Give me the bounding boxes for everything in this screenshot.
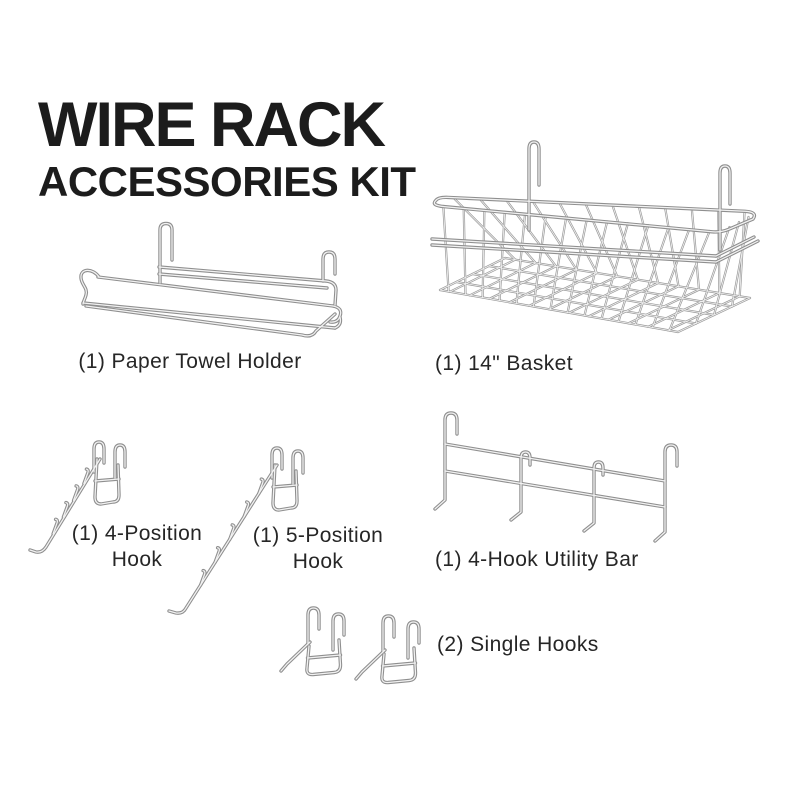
5-position-hook-label-line2: Hook (292, 550, 344, 573)
single-hooks-label: (2) Single Hooks (437, 633, 599, 656)
title-line-2: ACCESSORIES KIT (38, 158, 416, 205)
basket-label: (1) 14" Basket (435, 352, 573, 375)
single-hooks-illustration (279, 606, 421, 685)
wire-basket-illustration (430, 140, 760, 334)
paper-towel-holder-illustration (79, 221, 343, 338)
utility-bar-label: (1) 4-Hook Utility Bar (435, 548, 639, 571)
paper-towel-holder-label: (1) Paper Towel Holder (78, 350, 302, 373)
5-position-hook-label: (1) 5-Position Hook (243, 523, 393, 575)
4-position-hook-label: (1) 4-Position Hook (62, 521, 212, 573)
4-position-hook-label-line1: (1) 4-Position (71, 522, 203, 545)
4-hook-utility-bar-illustration (433, 411, 679, 543)
page-title: WIRE RACK ACCESSORIES KIT (38, 94, 416, 203)
5-position-hook-label-line1: (1) 5-Position (252, 524, 384, 547)
title-line-1: WIRE RACK (38, 90, 386, 160)
4-position-hook-label-line2: Hook (111, 548, 163, 571)
